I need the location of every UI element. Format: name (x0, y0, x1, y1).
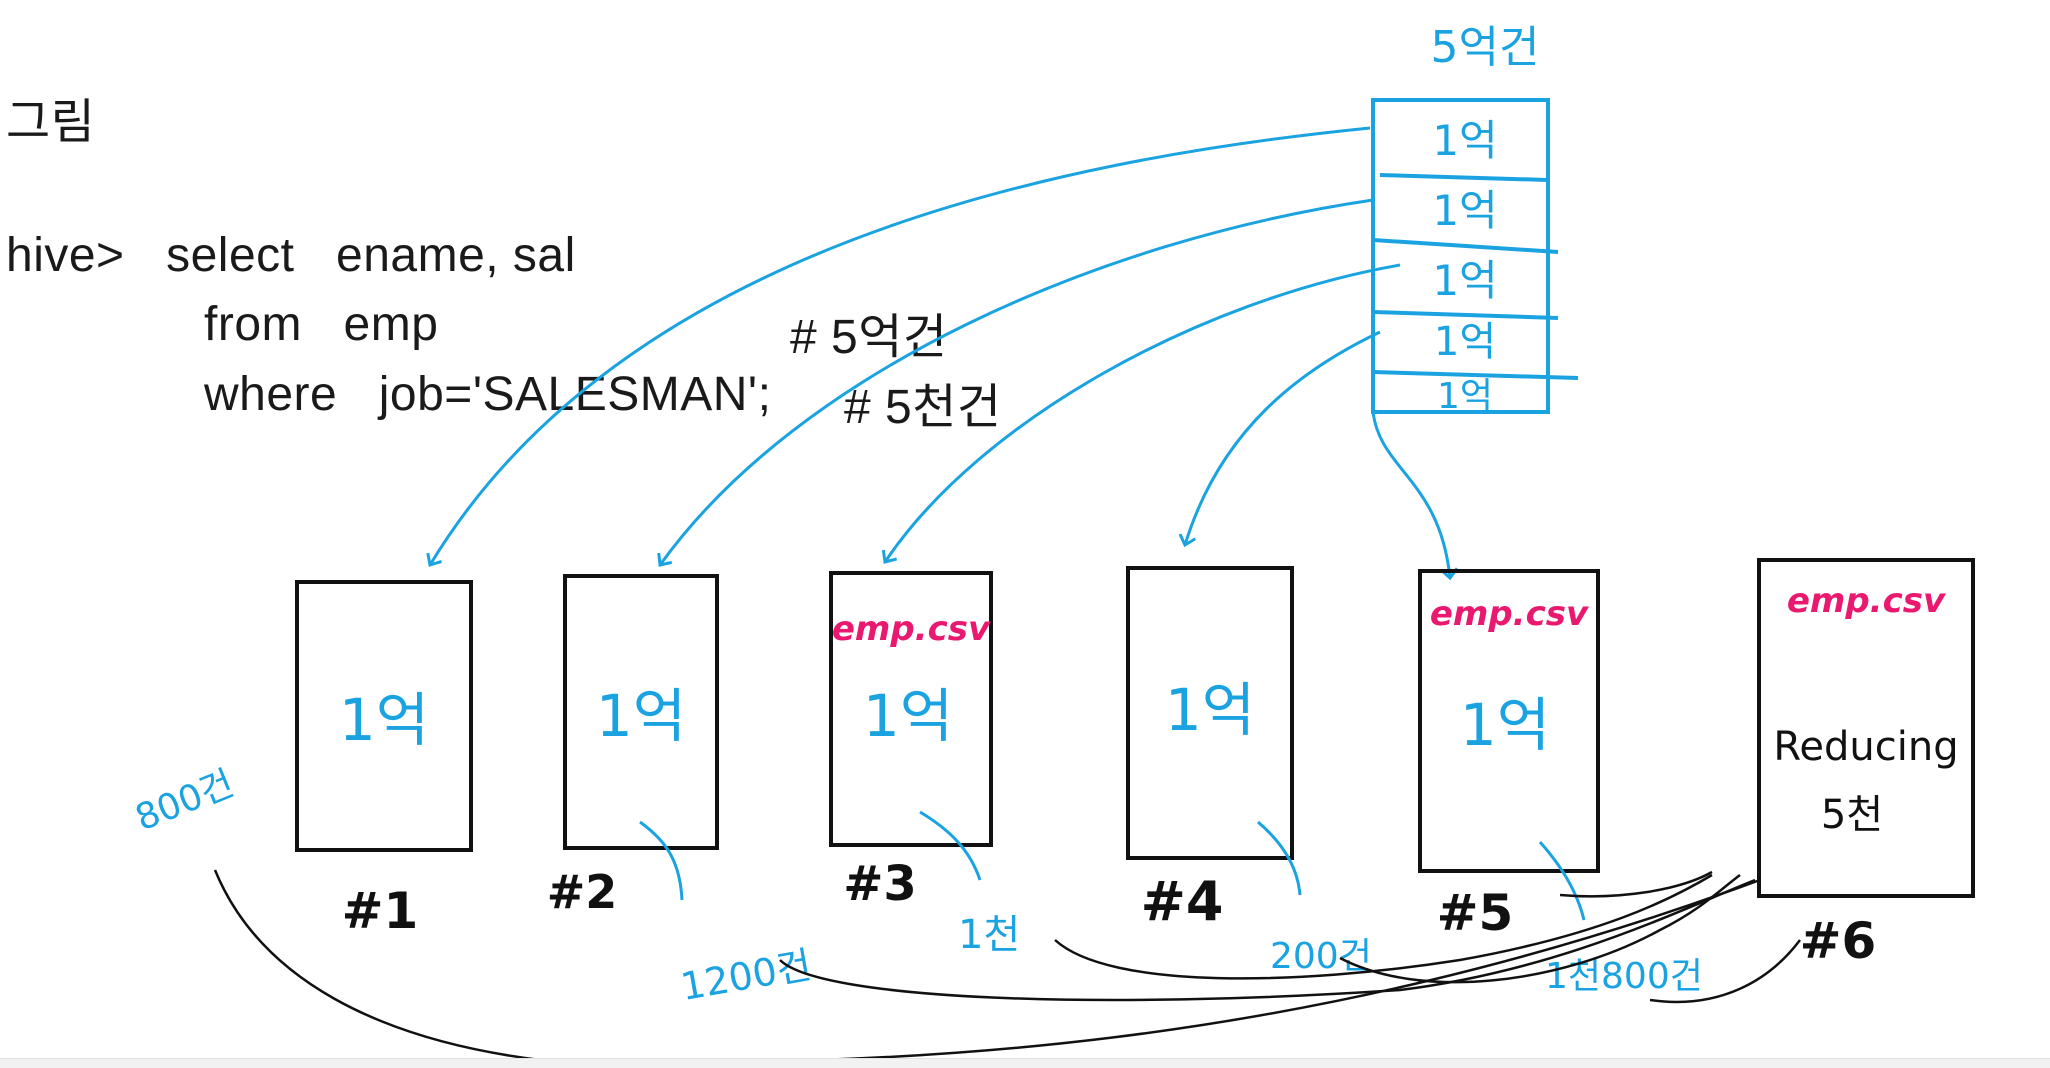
node-6-result: 5천 (1821, 792, 1883, 838)
source-block-4: 1억 (1434, 319, 1496, 365)
arrow-to-node-4 (1178, 330, 1381, 548)
node-2: 1억 #2 (547, 574, 719, 919)
node-1-id: #1 (342, 882, 419, 940)
node-3-content: 1억 (863, 682, 953, 750)
query-line-from: from emp (204, 298, 439, 351)
count-node-5: 1천800건 (1545, 956, 1703, 997)
source-block-3: 1억 (1432, 256, 1497, 305)
count-node-4: 200건 (1270, 936, 1372, 977)
node-1: 1억 #1 (295, 580, 473, 940)
comment-total: # 5억건 (790, 311, 948, 364)
node-4-content: 1억 (1165, 676, 1255, 744)
node-4: 1억 #4 (1126, 566, 1294, 933)
node-6-id: #6 (1800, 912, 1877, 970)
arrow-to-node-3 (881, 263, 1401, 564)
arrow-to-node-1 (426, 126, 1371, 567)
node-3-id: #3 (843, 856, 917, 912)
source-block-2: 1억 (1432, 186, 1497, 235)
source-total-label: 5억건 (1431, 22, 1540, 73)
node-6-content: Reducing (1773, 724, 1958, 770)
node-2-id: #2 (547, 865, 618, 919)
query-line-select: hive> select ename, sal (6, 229, 576, 282)
query-line-where: where job='SALESMAN'; (204, 368, 772, 421)
count-node-3: 1천 (958, 912, 1020, 958)
arrow-to-node-2 (657, 198, 1374, 567)
node-3-file: emp.csv (832, 609, 992, 649)
distribution-arrows (426, 126, 1459, 581)
node-4-id: #4 (1141, 870, 1224, 933)
comment-filtered: # 5천건 (844, 381, 1002, 434)
source-table: 5억건 1억 1억 1억 1억 1억 (1371, 22, 1579, 417)
node-3: emp.csv 1억 #3 (829, 571, 993, 912)
node-5-content: 1억 (1460, 691, 1550, 759)
node-6-reducer: emp.csv Reducing 5천 #6 (1757, 558, 1975, 970)
count-node-2: 1200건 (677, 943, 814, 1009)
node-2-content: 1억 (596, 682, 686, 750)
node-1-content: 1억 (339, 686, 429, 754)
node-5-file: emp.csv (1430, 594, 1590, 634)
node-6-file: emp.csv (1787, 581, 1947, 621)
source-block-1: 1억 (1432, 116, 1497, 165)
source-table-frame (1371, 98, 1550, 414)
heading: 그림 (6, 96, 96, 149)
node-5-id: #5 (1437, 884, 1514, 942)
count-node-1: 800건 (130, 763, 240, 839)
source-block-5: 1억 (1437, 376, 1493, 417)
filter-hooks (639, 810, 1586, 921)
bottom-scrollbar[interactable] (0, 1058, 2050, 1068)
arrow-to-node-5 (1371, 411, 1459, 581)
node-5: emp.csv 1억 #5 (1418, 569, 1600, 942)
